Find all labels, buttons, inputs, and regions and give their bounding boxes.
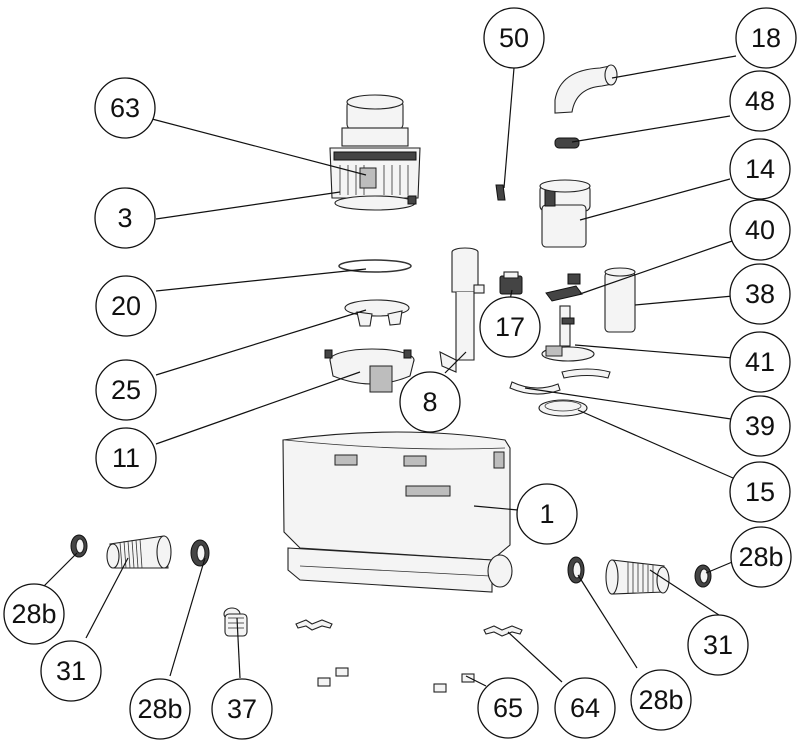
callout-label-39: 39 xyxy=(745,411,775,441)
callout-label-28b-bottom-left: 28b xyxy=(137,694,182,724)
callout-label-41: 41 xyxy=(745,347,775,377)
callout-label-50: 50 xyxy=(499,23,529,53)
callout-label-20: 20 xyxy=(111,291,141,321)
callout-28b-bottom-left: 28b xyxy=(129,678,191,740)
callout-label-65: 65 xyxy=(493,693,523,723)
clamp-left-outer xyxy=(70,534,88,558)
callout-label-18: 18 xyxy=(751,23,781,53)
plug xyxy=(223,607,248,637)
callout-14: 14 xyxy=(729,138,791,200)
callout-3: 3 xyxy=(94,187,156,249)
clamp-right-inner xyxy=(567,556,585,584)
callout-15: 15 xyxy=(729,461,791,523)
callout-label-3: 3 xyxy=(117,203,132,233)
bracket xyxy=(295,619,523,637)
callout-label-15: 15 xyxy=(745,477,775,507)
callout-8: 8 xyxy=(399,371,461,433)
seal-ring xyxy=(338,259,412,273)
callout-40: 40 xyxy=(729,199,791,261)
callout-20: 20 xyxy=(95,275,157,337)
callout-label-25: 25 xyxy=(111,375,141,405)
motor-assembly xyxy=(329,94,421,211)
micro-switch xyxy=(499,271,523,295)
callout-31-left: 31 xyxy=(40,640,102,702)
tank xyxy=(282,431,513,593)
callout-25: 25 xyxy=(95,359,157,421)
callout-label-63: 63 xyxy=(110,93,140,123)
callout-48: 48 xyxy=(729,70,791,132)
callout-28b-right: 28b xyxy=(730,526,792,588)
leader-lines xyxy=(43,55,738,687)
callout-label-1: 1 xyxy=(539,499,554,529)
callout-label-8: 8 xyxy=(422,387,437,417)
callout-label-31-right: 31 xyxy=(703,630,733,660)
callout-41: 41 xyxy=(729,331,791,393)
clamp-left-inner xyxy=(190,539,210,567)
callout-17: 17 xyxy=(479,296,541,358)
rubber-feet xyxy=(317,667,475,693)
callout-label-37: 37 xyxy=(227,694,257,724)
small-ring xyxy=(554,137,580,149)
callout-label-31-left: 31 xyxy=(56,656,86,686)
gasket xyxy=(538,399,588,417)
elbow-pipe xyxy=(554,64,618,114)
switch-housing xyxy=(539,179,591,248)
callout-label-64: 64 xyxy=(570,693,600,723)
callout-31-right: 31 xyxy=(687,614,749,676)
callout-18: 18 xyxy=(735,7,797,69)
membrane xyxy=(545,273,583,302)
callout-label-40: 40 xyxy=(745,215,775,245)
callout-63: 63 xyxy=(94,77,156,139)
float-base xyxy=(541,305,595,362)
callout-65: 65 xyxy=(477,677,539,739)
callout-37: 37 xyxy=(211,678,273,740)
pump-housing xyxy=(324,348,415,393)
callout-label-28b-bottom-right: 28b xyxy=(638,685,683,715)
callout-28b-left: 28b xyxy=(3,583,65,645)
callout-50: 50 xyxy=(483,7,545,69)
callout-label-48: 48 xyxy=(745,86,775,116)
callout-39: 39 xyxy=(729,395,791,457)
callout-1: 1 xyxy=(516,483,578,545)
callout-label-17: 17 xyxy=(495,312,525,342)
pressure-tube xyxy=(604,267,636,333)
callout-label-38: 38 xyxy=(745,279,775,309)
callout-label-28b-left: 28b xyxy=(11,599,56,629)
callout-38: 38 xyxy=(729,263,791,325)
callout-label-28b-right: 28b xyxy=(738,542,783,572)
callout-label-11: 11 xyxy=(112,443,140,473)
callout-28b-bottom-right: 28b xyxy=(630,669,692,731)
clamp-right-outer xyxy=(694,564,712,588)
clamp-39 xyxy=(509,368,611,395)
callout-label-14: 14 xyxy=(745,154,775,184)
clip xyxy=(495,184,506,201)
hose-connector-left xyxy=(106,535,172,569)
callout-64: 64 xyxy=(554,677,616,739)
discharge-pipe xyxy=(439,247,485,373)
callout-11: 11 xyxy=(95,427,157,489)
hose-connector-right xyxy=(605,559,670,595)
